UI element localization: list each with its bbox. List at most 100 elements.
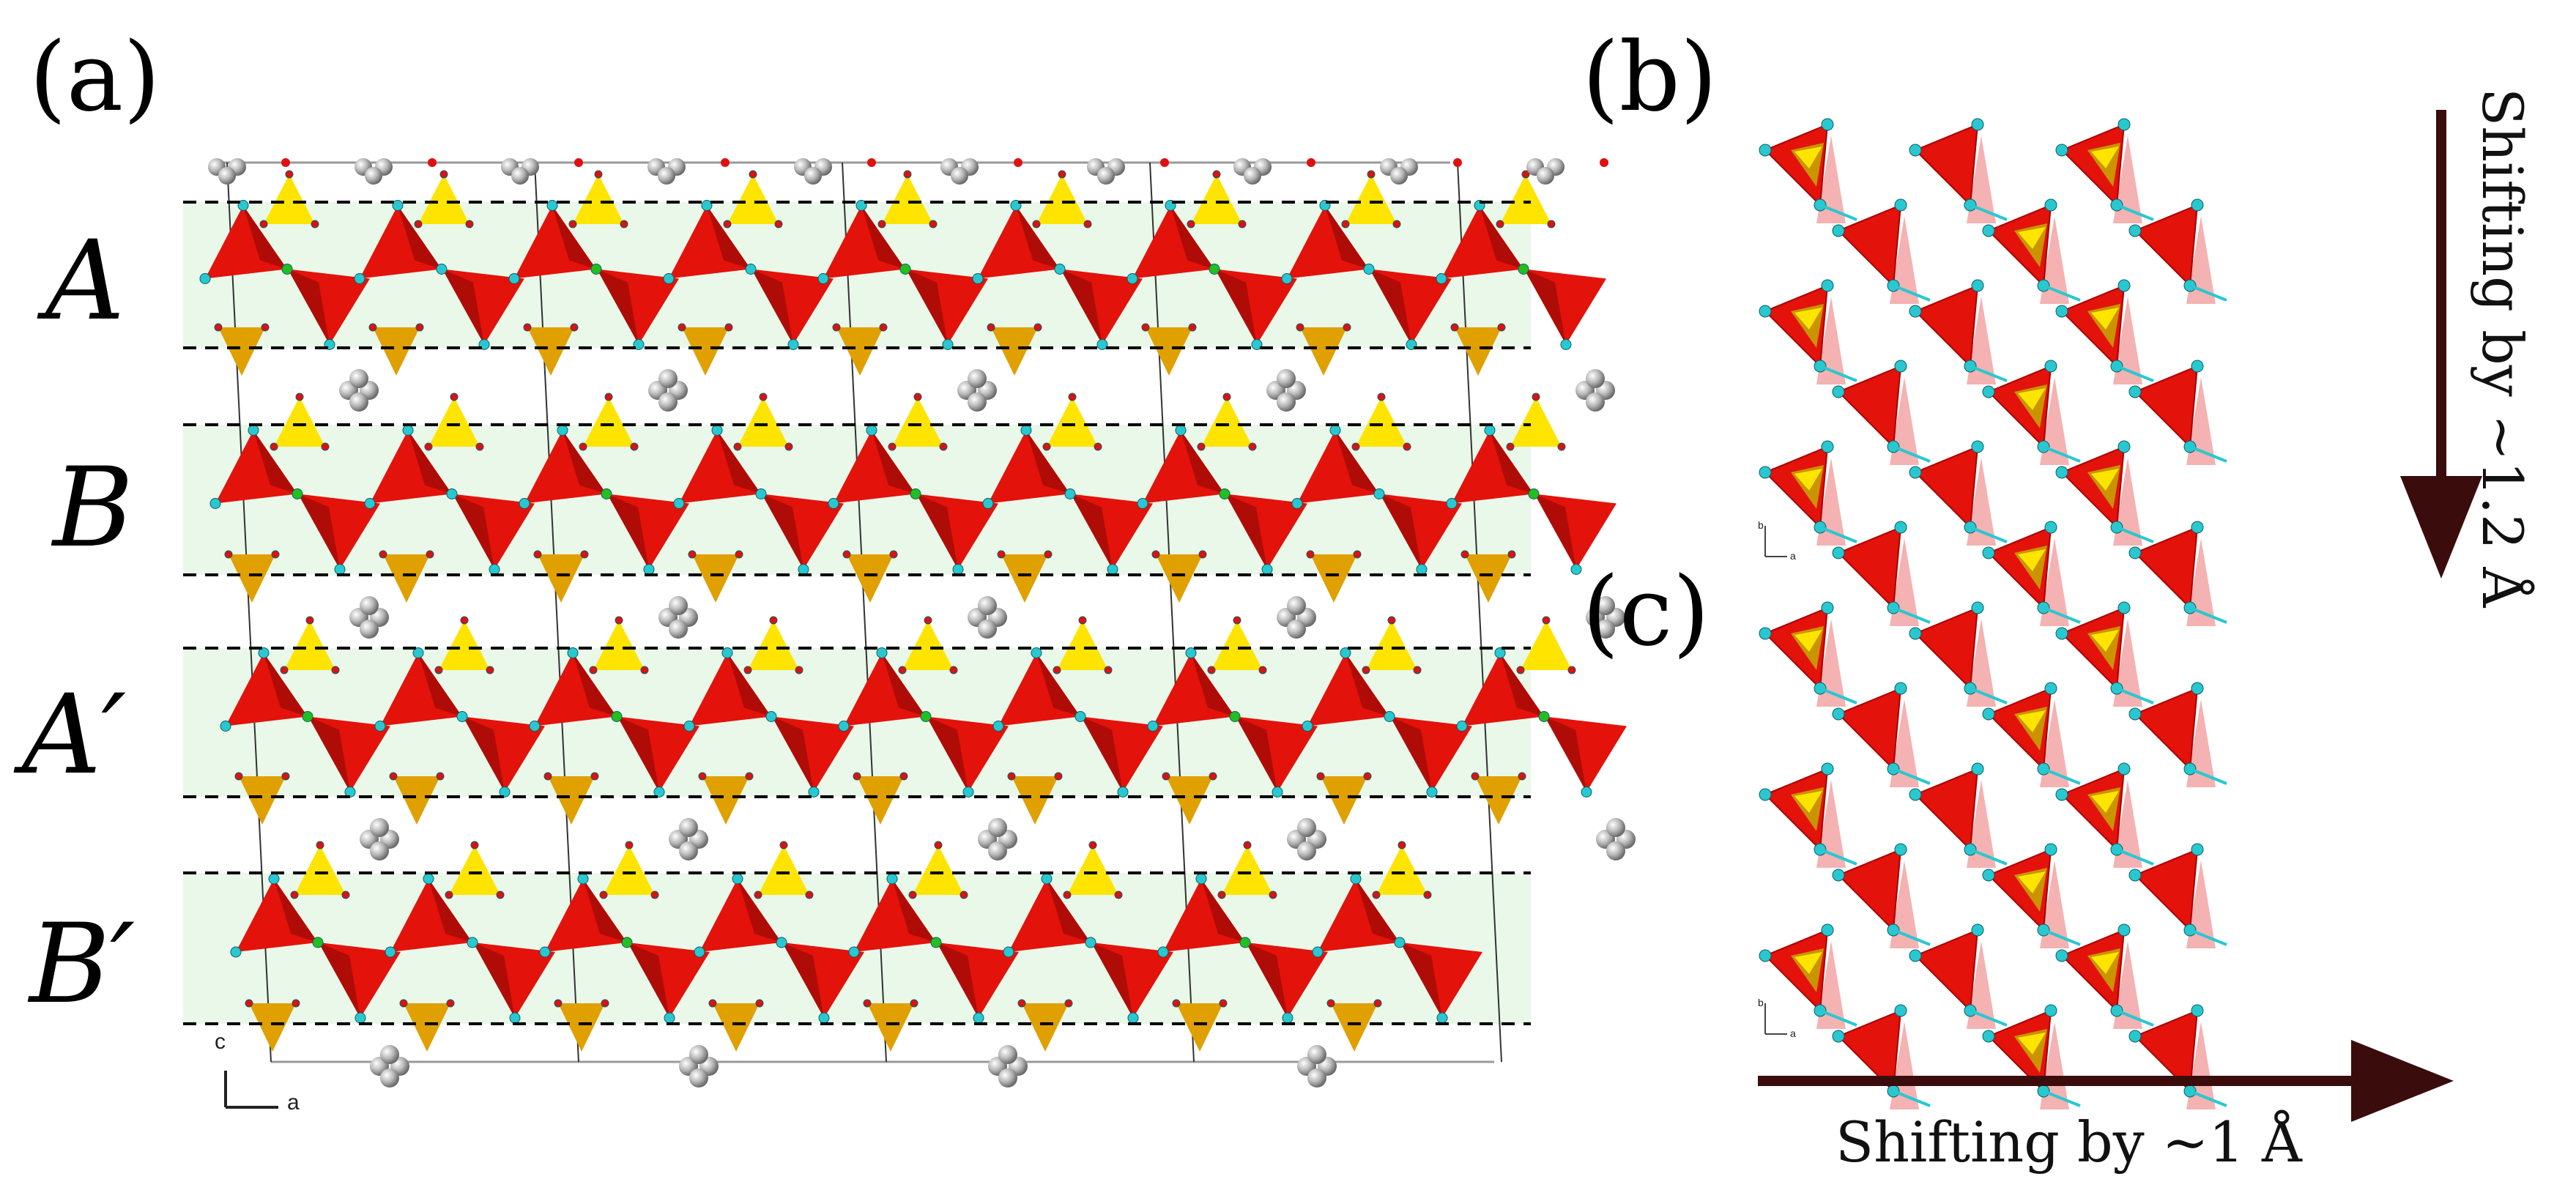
red-atom <box>630 442 639 451</box>
red-atom <box>1306 550 1315 559</box>
panel-c-axis-indicator: b a <box>1758 997 1796 1039</box>
oxygen-atom <box>1117 787 1129 797</box>
red-tetrahedron-shade <box>573 652 617 717</box>
oxygen-atom <box>248 425 259 436</box>
yellow-tetrahedron <box>1794 630 1822 652</box>
red-tetrahedron-shade <box>253 430 297 494</box>
red-atom <box>568 220 577 228</box>
red-tetrahedron-shade <box>1335 430 1379 494</box>
red-atom <box>853 772 861 781</box>
bond-line <box>2116 204 2154 221</box>
bridge-atom <box>899 264 911 275</box>
oxygen-atom <box>2117 601 2131 614</box>
red-tetrahedron <box>1914 767 1979 852</box>
bridge-atom <box>1054 264 1066 275</box>
oxygen-atom <box>1137 498 1148 509</box>
yellow-tetrahedron <box>583 397 634 447</box>
red-atom <box>1233 616 1241 625</box>
metal-atom <box>689 1045 708 1064</box>
red-tetrahedron <box>1914 445 1979 529</box>
bridge-atom <box>1394 937 1406 948</box>
red-atom <box>460 616 469 625</box>
bond-line <box>1819 365 1857 382</box>
red-tetrahedron-shade <box>1390 716 1432 792</box>
bond-line <box>2116 365 2154 382</box>
red-atom <box>1209 772 1217 781</box>
red-tetrahedron <box>1987 687 2052 771</box>
oxygen-atom <box>258 647 270 658</box>
red-atom <box>281 772 290 781</box>
red-tetrahedron-shade <box>1236 716 1277 792</box>
orange-tetrahedron <box>1156 554 1203 603</box>
yellow-tetrahedron <box>449 845 500 895</box>
red-tetrahedron-shade <box>1091 942 1133 1018</box>
yellow-tetrahedron <box>1521 620 1572 670</box>
red-atom <box>1104 666 1113 674</box>
red-atom <box>234 772 243 781</box>
orange-tetrahedron <box>558 1003 605 1052</box>
red-tetrahedron-shade <box>861 205 905 269</box>
red-tetrahedron <box>2060 767 2126 852</box>
yellow-tetrahedron <box>2091 952 2119 974</box>
red-atom <box>867 158 876 167</box>
bridge-atom <box>621 937 633 948</box>
red-tetrahedron <box>2060 445 2126 529</box>
red-atom <box>759 393 768 401</box>
metal-atom <box>1244 167 1261 185</box>
bond-line <box>1893 929 1931 946</box>
red-atom <box>1341 220 1350 228</box>
oxygen-atom <box>664 1012 675 1024</box>
orange-tetrahedron <box>991 327 1038 376</box>
orange-tetrahedron <box>867 1003 914 1052</box>
oxygen-atom <box>2117 762 2131 776</box>
panel-b-axis-a: a <box>1790 550 1796 562</box>
red-atom <box>1392 220 1401 228</box>
red-atom <box>1567 666 1576 674</box>
oxygen-atom <box>1195 873 1207 885</box>
orange-tetrahedron <box>857 776 904 825</box>
panel-c-network <box>1759 601 2227 1109</box>
red-atom <box>445 890 453 899</box>
red-atom <box>774 220 783 228</box>
metal-atom <box>679 818 698 837</box>
red-tetrahedron <box>1914 123 1979 207</box>
red-atom <box>599 890 608 899</box>
oxygen-atom <box>1832 1030 1845 1043</box>
red-atom <box>1532 393 1540 401</box>
orange-tetrahedron <box>692 554 739 603</box>
yellow-tetrahedron <box>758 845 809 895</box>
metal-atom <box>370 818 389 837</box>
red-tetrahedron <box>1914 606 1979 691</box>
red-tetrahedron <box>1914 284 1979 368</box>
yellow-tetrahedron <box>1794 469 1822 491</box>
red-atom <box>1600 158 1608 167</box>
yellow-tetrahedron <box>727 174 779 224</box>
oxygen-atom <box>711 425 723 436</box>
bond-line <box>1819 204 1857 221</box>
orange-tetrahedron <box>1331 1003 1378 1052</box>
metal-atom <box>1307 1068 1326 1087</box>
red-tetrahedron-shade <box>1016 205 1060 269</box>
panel-c-axis-b: b <box>1758 997 1764 1008</box>
red-atom <box>1351 442 1360 451</box>
red-atom <box>1269 890 1277 899</box>
metal-atom <box>349 393 368 412</box>
orange-tetrahedron <box>713 1003 760 1052</box>
orange-tetrahedron <box>249 1003 296 1052</box>
bond-line <box>1893 284 1931 302</box>
red-atom <box>754 890 762 899</box>
red-tetrahedron-shade <box>1246 942 1288 1018</box>
red-tetrahedron-shade <box>1380 494 1422 570</box>
oxygen-atom <box>1446 498 1458 509</box>
oxygen-atom <box>1581 787 1592 797</box>
bridge-atom <box>611 711 623 722</box>
oxygen-atom <box>209 498 221 509</box>
yellow-tetrahedron <box>2091 308 2119 330</box>
red-tetrahedron <box>1764 606 1829 691</box>
yellow-tetrahedron <box>284 620 335 670</box>
red-atom <box>1398 841 1406 849</box>
red-tetrahedron-shade <box>772 716 814 792</box>
red-tetrahedron <box>2060 123 2126 207</box>
red-atom <box>415 323 424 332</box>
oxygen-atom <box>653 787 665 797</box>
